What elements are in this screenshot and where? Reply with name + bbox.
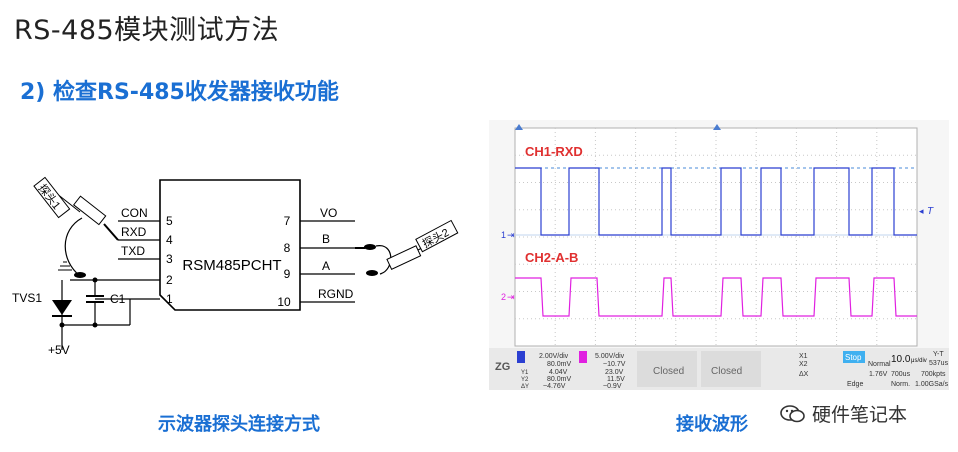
ch1-b: 80.0mV — [547, 376, 571, 383]
pin-num-1: 1 — [166, 292, 173, 306]
probe-connection-diagram: RSM485PCHT CON RXD TXD C1 5 4 3 2 1 7 8 … — [12, 176, 459, 357]
ch2-c: ~0.9V — [603, 383, 622, 390]
pin-label-rgnd: RGND — [318, 287, 354, 301]
svg-text:⇥: ⇥ — [507, 292, 515, 302]
timebase-unit: μs/div — [911, 358, 927, 364]
svg-text:◂: ◂ — [919, 206, 924, 216]
ch2-scale: 5.00V/div — [595, 353, 625, 360]
ch1-a: 4.04V — [549, 369, 568, 376]
wechat-icon — [780, 404, 805, 422]
point-count: 700kpts — [921, 371, 946, 378]
caption-probe-connection: 示波器探头连接方式 — [158, 414, 320, 435]
pin-num-8: 8 — [284, 241, 291, 255]
page-title: RS-485模块测试方法 — [14, 15, 280, 46]
caption-receive-waveform: 接收波形 — [676, 414, 748, 435]
pin-label-vo: VO — [320, 206, 337, 220]
section-heading: 2) 检查RS-485收发器接收功能 — [20, 80, 339, 105]
pin-num-5: 5 — [166, 214, 173, 228]
trigger-mode: Normal — [868, 361, 891, 368]
dy-label: ΔY — [521, 384, 529, 390]
pin-label-rxd: RXD — [121, 225, 147, 239]
sample-rate: 1.00GSa/s — [915, 381, 949, 388]
pin-label-con: CON — [121, 206, 148, 220]
trigger-marker: T — [927, 206, 934, 217]
ch2-offset: ~10.7V — [603, 361, 626, 368]
x1-label: X1 — [799, 353, 808, 360]
ch2-b: 11.5V — [607, 376, 625, 383]
acq-norm: Norm. — [891, 381, 910, 388]
ch2-label: CH2-A-B — [525, 250, 578, 265]
timebase-value: 10.0 — [891, 354, 911, 365]
pin-label-txd: TXD — [121, 244, 145, 258]
trigger-type: Edge — [847, 381, 863, 388]
pin-label-c1: C1 — [110, 292, 126, 306]
pin-label-a: A — [322, 259, 330, 273]
oscilloscope-screen: CH1-RXD CH2-A-B 1 ⇥ 2 ⇥ ◂ T ZG 2.00V/div… — [489, 120, 949, 390]
tvs-label: TVS1 — [12, 291, 42, 305]
x2-label: X2 — [799, 361, 808, 368]
sample-time: 700us — [891, 371, 911, 378]
dx-label: ΔX — [799, 371, 809, 378]
ch2-a: 23.0V — [605, 369, 624, 376]
pin-num-2: 2 — [166, 273, 173, 287]
probe-1: 探头1 — [33, 176, 119, 278]
record-length: 537us — [929, 360, 949, 367]
ch3-closed: Closed — [653, 366, 684, 377]
ch4-closed: Closed — [711, 366, 742, 377]
watermark: 硬件笔记本 — [780, 400, 907, 427]
pin-num-10: 10 — [277, 295, 291, 309]
ch2-waveform — [515, 277, 917, 317]
run-state: Stop — [845, 353, 862, 362]
pin-num-7: 7 — [284, 214, 291, 228]
y2-label: Y2 — [521, 377, 529, 383]
trigger-level: 1.76V — [869, 371, 888, 378]
ch1-label: CH1-RXD — [525, 144, 583, 159]
ch1-c: ~4.76V — [543, 383, 566, 390]
pin-num-3: 3 — [166, 252, 173, 266]
pin-num-4: 4 — [166, 233, 173, 247]
ch1-scale: 2.00V/div — [539, 353, 569, 360]
supply-label: +5V — [48, 343, 70, 357]
probe-2: 探头2 — [355, 219, 459, 276]
acq-mode: Y-T — [933, 351, 944, 358]
watermark-text: 硬件笔记本 — [812, 404, 908, 426]
y1-label: Y1 — [521, 370, 529, 376]
ch1-waveform — [515, 167, 917, 236]
ch1-offset: 80.0mV — [547, 361, 571, 368]
svg-text:ZG: ZG — [495, 361, 510, 373]
ch1-marker: 1 — [501, 230, 506, 240]
svg-text:⇥: ⇥ — [507, 230, 515, 240]
pin-num-9: 9 — [284, 267, 291, 281]
pin-label-b: B — [322, 232, 330, 246]
chip-name: RSM485PCHT — [182, 257, 281, 274]
ch2-marker: 2 — [501, 292, 506, 302]
